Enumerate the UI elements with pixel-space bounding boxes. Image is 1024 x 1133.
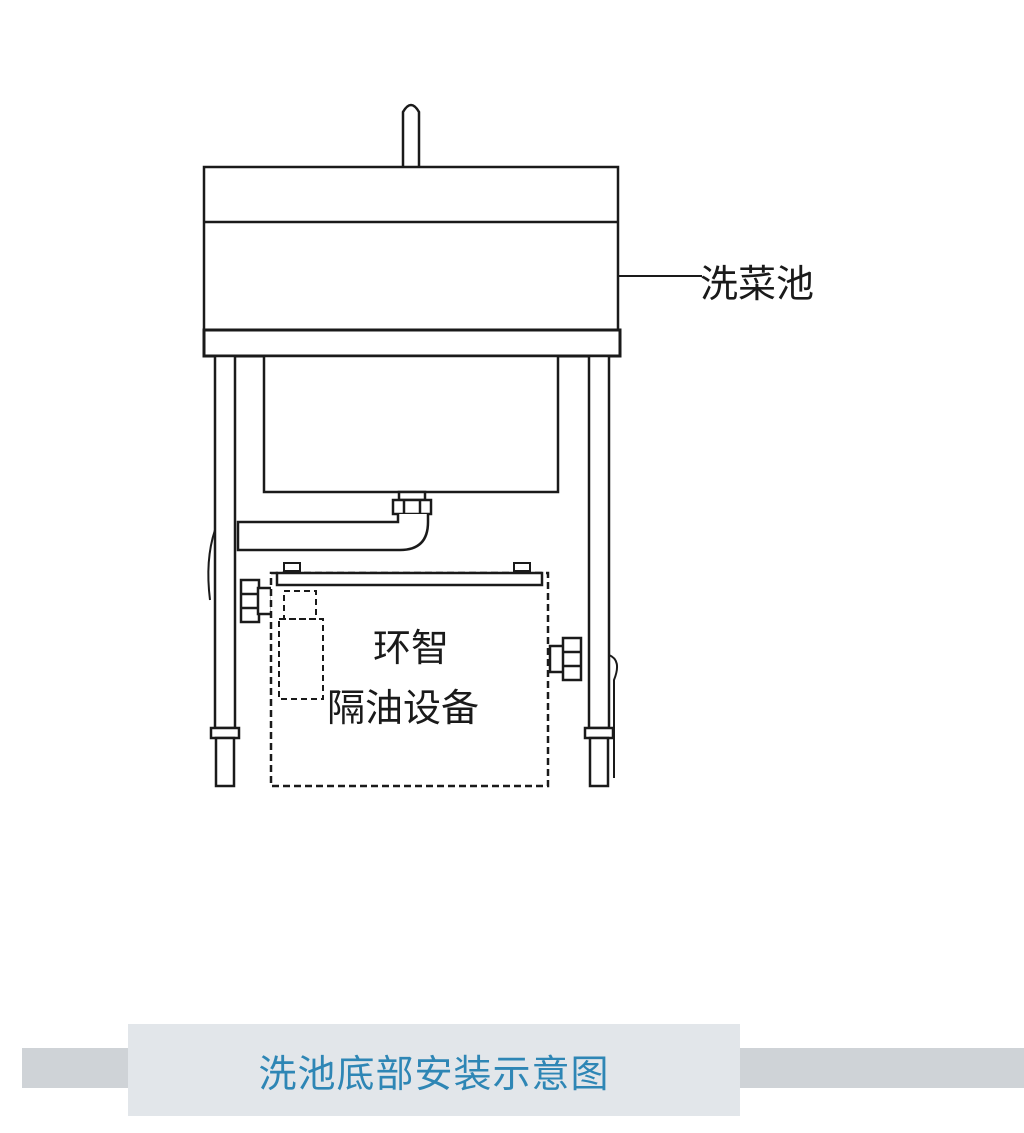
sink-basin bbox=[202, 165, 622, 358]
caption-box: 洗池底部安装示意图 bbox=[128, 1024, 740, 1116]
device-label-line1: 环智 bbox=[373, 626, 449, 670]
grease-trap-device bbox=[269, 562, 550, 788]
caption-title: 洗池底部安装示意图 bbox=[258, 1051, 610, 1096]
caption-band-right bbox=[738, 1048, 1024, 1088]
sink-bowl bbox=[262, 354, 560, 494]
sink-label: 洗菜池 bbox=[700, 262, 814, 306]
sink-legs bbox=[209, 354, 615, 788]
outlet-connector bbox=[548, 636, 619, 778]
drain-pipe bbox=[207, 490, 433, 601]
inlet-connector bbox=[239, 578, 274, 624]
caption-band-left bbox=[22, 1048, 132, 1088]
sink-installation-diagram: 洗菜池 环智 隔油设备 bbox=[202, 103, 814, 788]
device-label-line2: 隔油设备 bbox=[327, 686, 479, 730]
